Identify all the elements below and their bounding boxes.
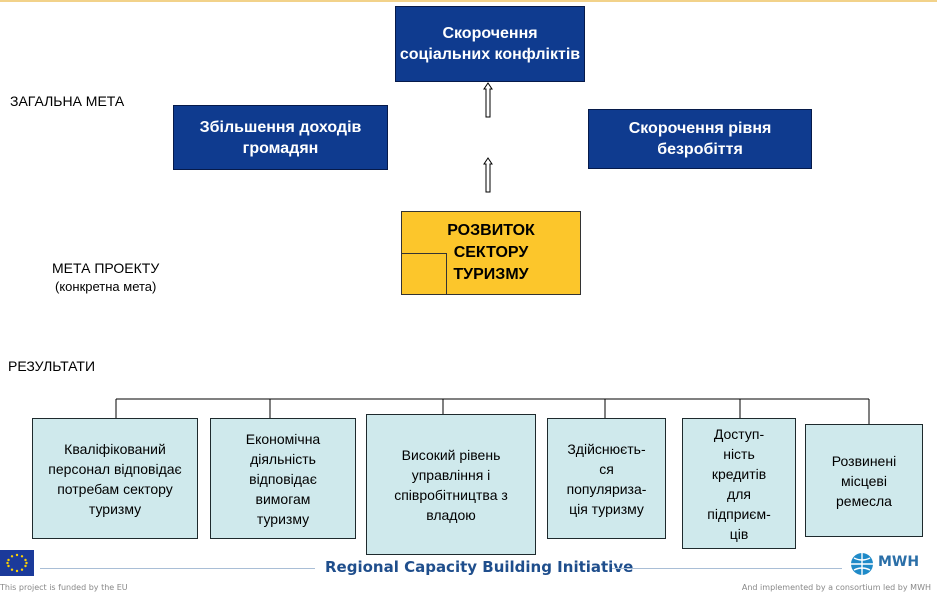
eu-flag-icon [0, 550, 34, 576]
result-box: Доступ-ність кредитів для підприєм-ців [682, 418, 796, 549]
footer-implemented-note: And implemented by a consortium led by M… [741, 583, 931, 592]
up-arrow-icon [483, 82, 493, 118]
footer-title: Regional Capacity Building Initiative [325, 558, 634, 576]
result-text: Здійснюєть-ся популяриза-ція туризму [566, 440, 647, 517]
result-box: Економічна діяльність відповідає вимогам… [210, 418, 356, 539]
footer-rule-right [612, 568, 842, 569]
goal-box-text: Скорочення соціальних конфліктів [399, 25, 581, 63]
globe-logo-icon [851, 553, 873, 575]
result-box: Здійснюєть-ся популяриза-ція туризму [547, 418, 666, 539]
top-accent-line [0, 0, 937, 2]
result-box: Високий рівень управління і співробітниц… [366, 414, 536, 555]
results-label: РЕЗУЛЬТАТИ [8, 358, 96, 374]
project-goal-label: МЕТА ПРОЕКТУ [52, 260, 160, 276]
mwh-logo-text: MWH [878, 554, 920, 570]
inner-frame-decoration [401, 253, 447, 295]
general-goal-label: ЗАГАЛЬНА МЕТА [10, 93, 125, 109]
goal-box-text: Скорочення рівня безробіття [628, 120, 772, 158]
goal-box-increase-income: Збільшення доходів громадян [173, 105, 388, 170]
result-text: Кваліфікований персонал відповідає потре… [48, 440, 182, 517]
goal-box-reduce-conflicts: Скорочення соціальних конфліктів [395, 6, 585, 82]
project-goal-box: РОЗВИТОК СЕКТОРУ ТУРИЗМУ [401, 211, 581, 295]
footer-rule-left [40, 568, 315, 569]
footer-funded-note: This project is funded by the EU [0, 583, 128, 592]
goal-box-text: Збільшення доходів громадян [199, 118, 362, 157]
up-arrow-icon [483, 157, 493, 193]
result-text: Економічна діяльність відповідає вимогам… [245, 430, 321, 527]
project-goal-text: РОЗВИТОК СЕКТОРУ ТУРИЗМУ [447, 222, 535, 283]
goal-box-reduce-unemployment: Скорочення рівня безробіття [588, 109, 812, 169]
result-text: Високий рівень управління і співробітниц… [394, 446, 508, 523]
result-text: Розвинені місцеві ремесла [831, 452, 897, 509]
result-text: Доступ-ність кредитів для підприєм-ців [707, 425, 771, 542]
result-box: Кваліфікований персонал відповідає потре… [32, 418, 198, 539]
project-goal-sublabel: (конкретна мета) [55, 279, 157, 294]
result-box: Розвинені місцеві ремесла [805, 424, 923, 537]
